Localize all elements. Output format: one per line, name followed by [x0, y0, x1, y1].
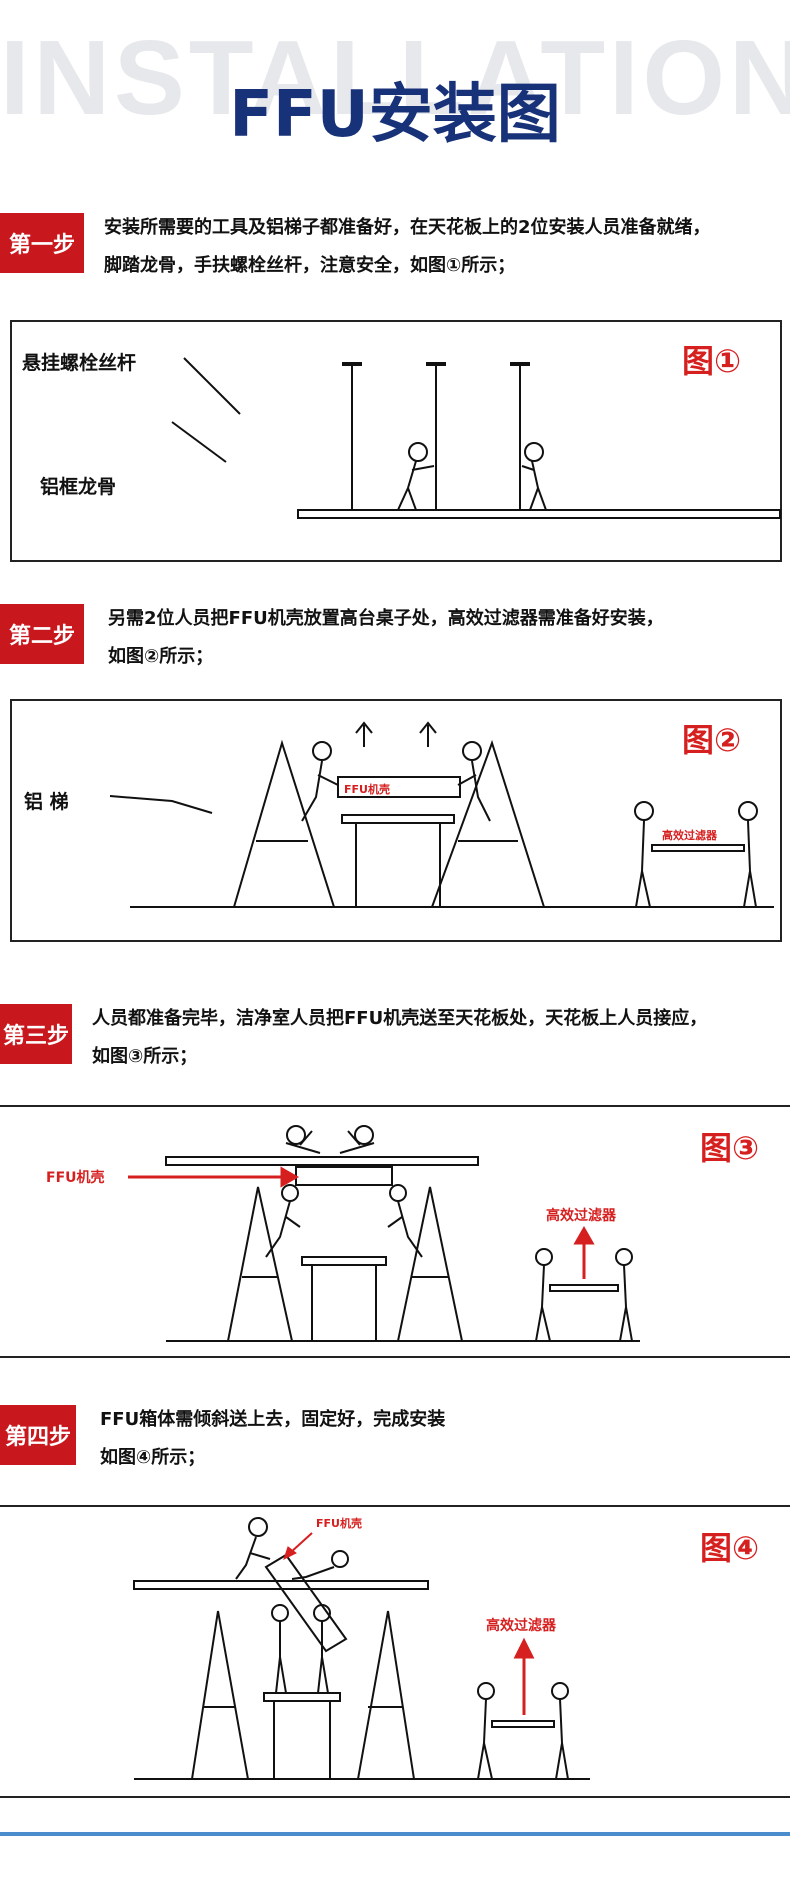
figure-2-box-label: FFU机壳: [344, 783, 390, 796]
step-1-line-1: 安装所需要的工具及铝梯子都准备好，在天花板上的2位安装人员准备就绪，: [104, 217, 711, 238]
watermark-title: INSTALLATION: [0, 19, 790, 137]
step-1-description: 安装所需要的工具及铝梯子都准备好，在天花板上的2位安装人员准备就绪， 脚踏龙骨，…: [104, 209, 790, 285]
figure-4-box-label: FFU机壳: [316, 1517, 362, 1530]
figure-3-illustration: [128, 1125, 640, 1342]
figure-1-label: 图①: [682, 342, 742, 380]
page-title: FFU安装图: [229, 78, 561, 152]
step-4-line-2: 如图④所示；: [100, 1447, 206, 1468]
figure-4-filter-label: 高效过滤器: [486, 1618, 556, 1634]
footer-rule: [0, 1832, 790, 1836]
figure-1-frame-callout: 铝框龙骨: [40, 476, 117, 498]
figure-3-panel: FFU机壳 高效过滤器 图③: [0, 1105, 790, 1358]
figure-3-filter-label: 高效过滤器: [546, 1208, 616, 1224]
figure-4-panel: FFU机壳 高效过滤器 图④: [0, 1505, 790, 1798]
figure-2-label: 图②: [682, 721, 742, 759]
step-2-badge: 第二步: [0, 604, 84, 664]
figure-1-rod-callout: 悬挂螺栓丝杆: [22, 352, 137, 374]
figure-1-illustration: [171, 357, 781, 519]
step-2-line-2: 如图②所示；: [108, 646, 214, 667]
figure-4-label: 图④: [700, 1529, 760, 1567]
figure-3-box-label: FFU机壳: [46, 1170, 105, 1186]
step-2-line-1: 另需2位人员把FFU机壳放置高台桌子处，高效过滤器需准备好安装，: [108, 608, 664, 629]
figure-2-ladder-callout: 铝 梯: [24, 791, 69, 813]
step-4-badge: 第四步: [0, 1405, 76, 1465]
step-3-badge: 第三步: [0, 1004, 72, 1064]
step-4-description: FFU箱体需倾斜送上去，固定好，完成安装 如图④所示；: [100, 1401, 790, 1477]
figure-2-panel: 铝 梯 FFU机壳 高效过滤器 图②: [10, 699, 782, 942]
step-3-line-2: 如图③所示；: [92, 1046, 198, 1067]
figure-1-panel: 悬挂螺栓丝杆 铝框龙骨 图①: [10, 320, 782, 562]
step-2-description: 另需2位人员把FFU机壳放置高台桌子处，高效过滤器需准备好安装， 如图②所示；: [108, 600, 790, 676]
step-1-badge: 第一步: [0, 213, 84, 273]
step-3-description: 人员都准备完毕，洁净室人员把FFU机壳送至天花板处，天花板上人员接应， 如图③所…: [92, 1000, 790, 1076]
step-1-line-2: 脚踏龙骨，手扶螺栓丝杆，注意安全，如图①所示；: [104, 255, 516, 276]
figure-3-label: 图③: [700, 1129, 760, 1167]
figure-4-illustration: [133, 1517, 590, 1780]
figure-2-filter-label: 高效过滤器: [662, 829, 717, 842]
step-4-line-1: FFU箱体需倾斜送上去，固定好，完成安装: [100, 1409, 446, 1430]
step-3-line-1: 人员都准备完毕，洁净室人员把FFU机壳送至天花板处，天花板上人员接应，: [92, 1008, 708, 1029]
figure-2-illustration: [109, 721, 774, 908]
